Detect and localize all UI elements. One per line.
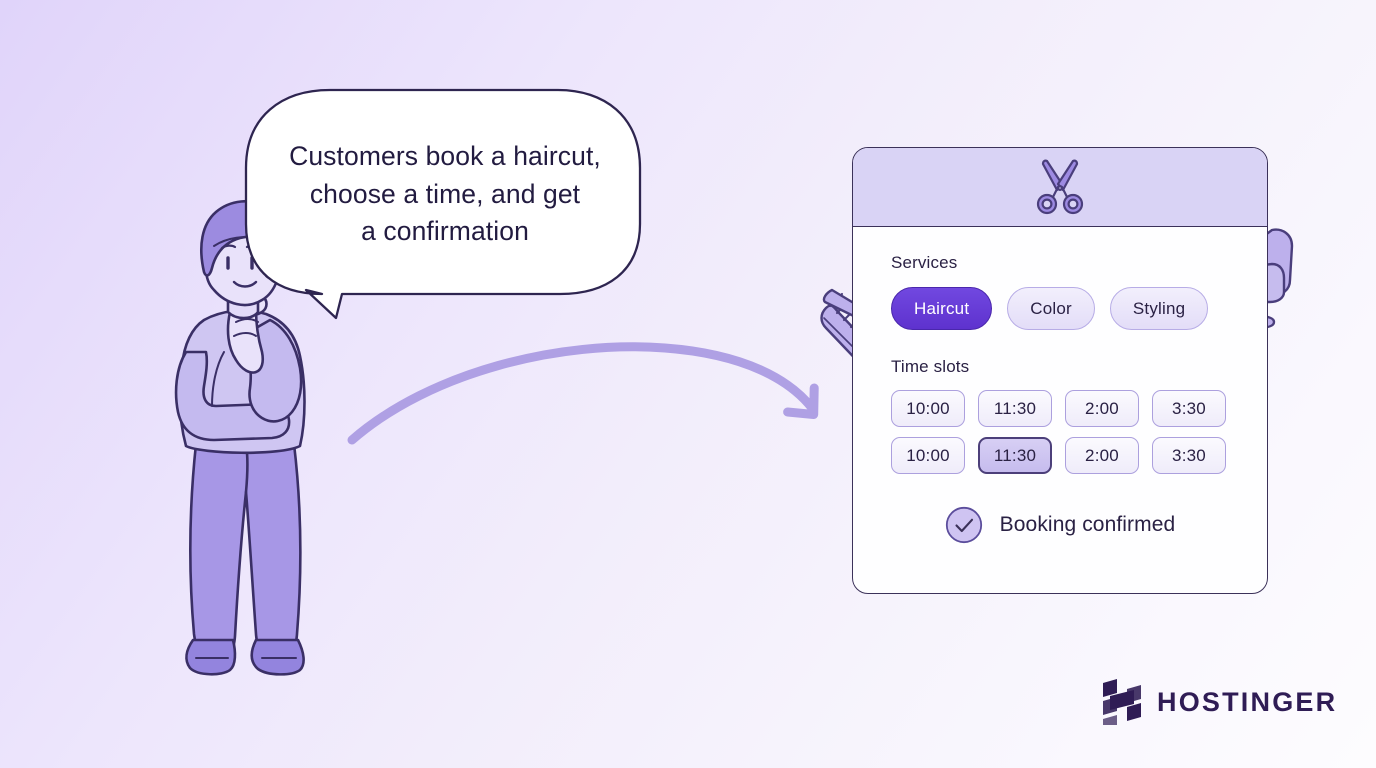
time-slot[interactable]: 2:00	[1065, 437, 1139, 474]
time-slot-label: 11:30	[993, 445, 1037, 465]
time-slot-label: 2:00	[1085, 445, 1119, 465]
time-slot-label: 3:30	[1172, 445, 1206, 465]
time-slot-label: 2:00	[1085, 398, 1119, 418]
time-slot-label: 10:00	[906, 445, 950, 465]
booking-card: Services Haircut Color Styling Time slot…	[852, 147, 1268, 594]
service-option-color[interactable]: Color	[1007, 287, 1095, 330]
hostinger-logo: HOSTINGER	[1101, 679, 1337, 725]
check-circle-icon	[945, 506, 982, 544]
services-pill-row: Haircut Color Styling	[891, 287, 1229, 330]
service-option-haircut[interactable]: Haircut	[891, 287, 993, 330]
time-slot-grid: 10:00 11:30 2:00 3:30 10:00 11:30 2:00 3…	[891, 390, 1229, 474]
curved-arrow	[347, 342, 819, 445]
time-slot[interactable]: 3:30	[1152, 437, 1226, 474]
time-slot-selected[interactable]: 11:30	[978, 437, 1052, 474]
scissors-icon	[1036, 159, 1084, 215]
speech-bubble-text: Customers book a haircut, choose a time,…	[255, 138, 635, 251]
hostinger-mark-icon	[1103, 679, 1141, 725]
time-slot[interactable]: 10:00	[891, 437, 965, 474]
booking-confirmation-row: Booking confirmed	[891, 506, 1229, 544]
time-slot-label: 3:30	[1172, 398, 1206, 418]
time-slots-label: Time slots	[891, 357, 970, 376]
time-slot-label: 10:00	[906, 398, 950, 418]
time-slot[interactable]: 11:30	[978, 390, 1052, 427]
time-slot[interactable]: 10:00	[891, 390, 965, 427]
time-slot[interactable]: 2:00	[1065, 390, 1139, 427]
hostinger-wordmark: HOSTINGER	[1157, 686, 1338, 717]
card-body: Services Haircut Color Styling Time slot…	[853, 227, 1267, 544]
service-option-styling[interactable]: Styling	[1109, 287, 1209, 330]
service-option-styling-label: Styling	[1132, 298, 1186, 318]
time-slot[interactable]: 3:30	[1152, 390, 1226, 427]
services-label: Services	[891, 253, 958, 272]
card-header	[853, 148, 1267, 227]
thinking-person-illustration	[174, 199, 306, 676]
service-option-color-label: Color	[1030, 298, 1072, 318]
time-slot-label: 11:30	[993, 398, 1037, 418]
bubble-line-2: choose a time, and get	[309, 178, 581, 209]
booking-confirmation-label: Booking confirmed	[999, 513, 1176, 536]
bubble-line-3: a confirmation	[361, 216, 529, 246]
bubble-line-1: Customers book a haircut,	[289, 141, 601, 171]
service-option-haircut-label: Haircut	[914, 298, 970, 318]
